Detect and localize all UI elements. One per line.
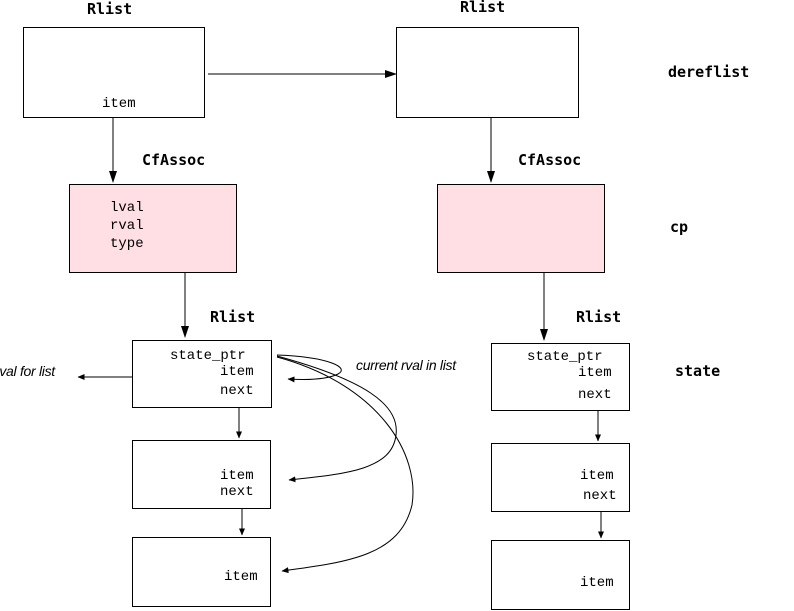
right-node3-item-field: item — [580, 575, 614, 591]
right-node2-next-field: next — [583, 488, 617, 504]
left-node2-next-field: next — [220, 484, 254, 500]
left-cfassoc-title: CfAssoc — [142, 151, 206, 169]
right-node2-item-field: item — [580, 468, 614, 484]
right-state-ptr-field: state_ptr — [527, 349, 603, 365]
left-state-ptr-field: state_ptr — [170, 348, 246, 364]
left-cfassoc-box — [69, 184, 237, 273]
state-ptr-curve-node2 — [276, 355, 397, 483]
left-node2-item-field: item — [220, 468, 254, 484]
row-label-state: state — [675, 362, 721, 380]
left-state-next-field: next — [220, 383, 254, 399]
right-state-item-field: item — [578, 365, 612, 381]
state-ptr-curve-node3 — [276, 356, 414, 574]
left-rlist-item-field: item — [102, 96, 136, 112]
row-label-cp: cp — [670, 218, 689, 236]
right-state-next-field: next — [578, 387, 612, 403]
left-rlist-top-title: Rlist — [87, 0, 133, 18]
right-rlist-top-box — [396, 27, 579, 118]
left-state-rlist-title: Rlist — [210, 308, 256, 326]
left-state-node-box — [132, 340, 272, 408]
right-cfassoc-box — [437, 184, 605, 273]
row-label-dereflist: dereflist — [668, 63, 750, 81]
right-cfassoc-title: CfAssoc — [518, 151, 582, 169]
left-cfassoc-rval: rval — [110, 218, 144, 234]
right-state-rlist-title: Rlist — [576, 308, 622, 326]
right-rlist-top-title: Rlist — [460, 0, 506, 16]
right-state-node-box — [491, 343, 630, 411]
rval-for-list-label: rval for list — [0, 363, 55, 379]
current-rval-label: current rval in list — [356, 357, 456, 373]
left-state-item-field: item — [220, 364, 254, 380]
state-ptr-loop-curve — [276, 354, 342, 383]
left-rlist-top-box — [23, 27, 205, 118]
right-node3-box — [491, 540, 630, 610]
right-node2-box — [491, 443, 630, 512]
left-node3-box — [132, 537, 271, 607]
left-cfassoc-type: type — [110, 236, 144, 252]
left-node3-item-field: item — [224, 569, 258, 585]
left-node2-box — [132, 440, 271, 509]
left-cfassoc-lval: lval — [110, 200, 144, 216]
